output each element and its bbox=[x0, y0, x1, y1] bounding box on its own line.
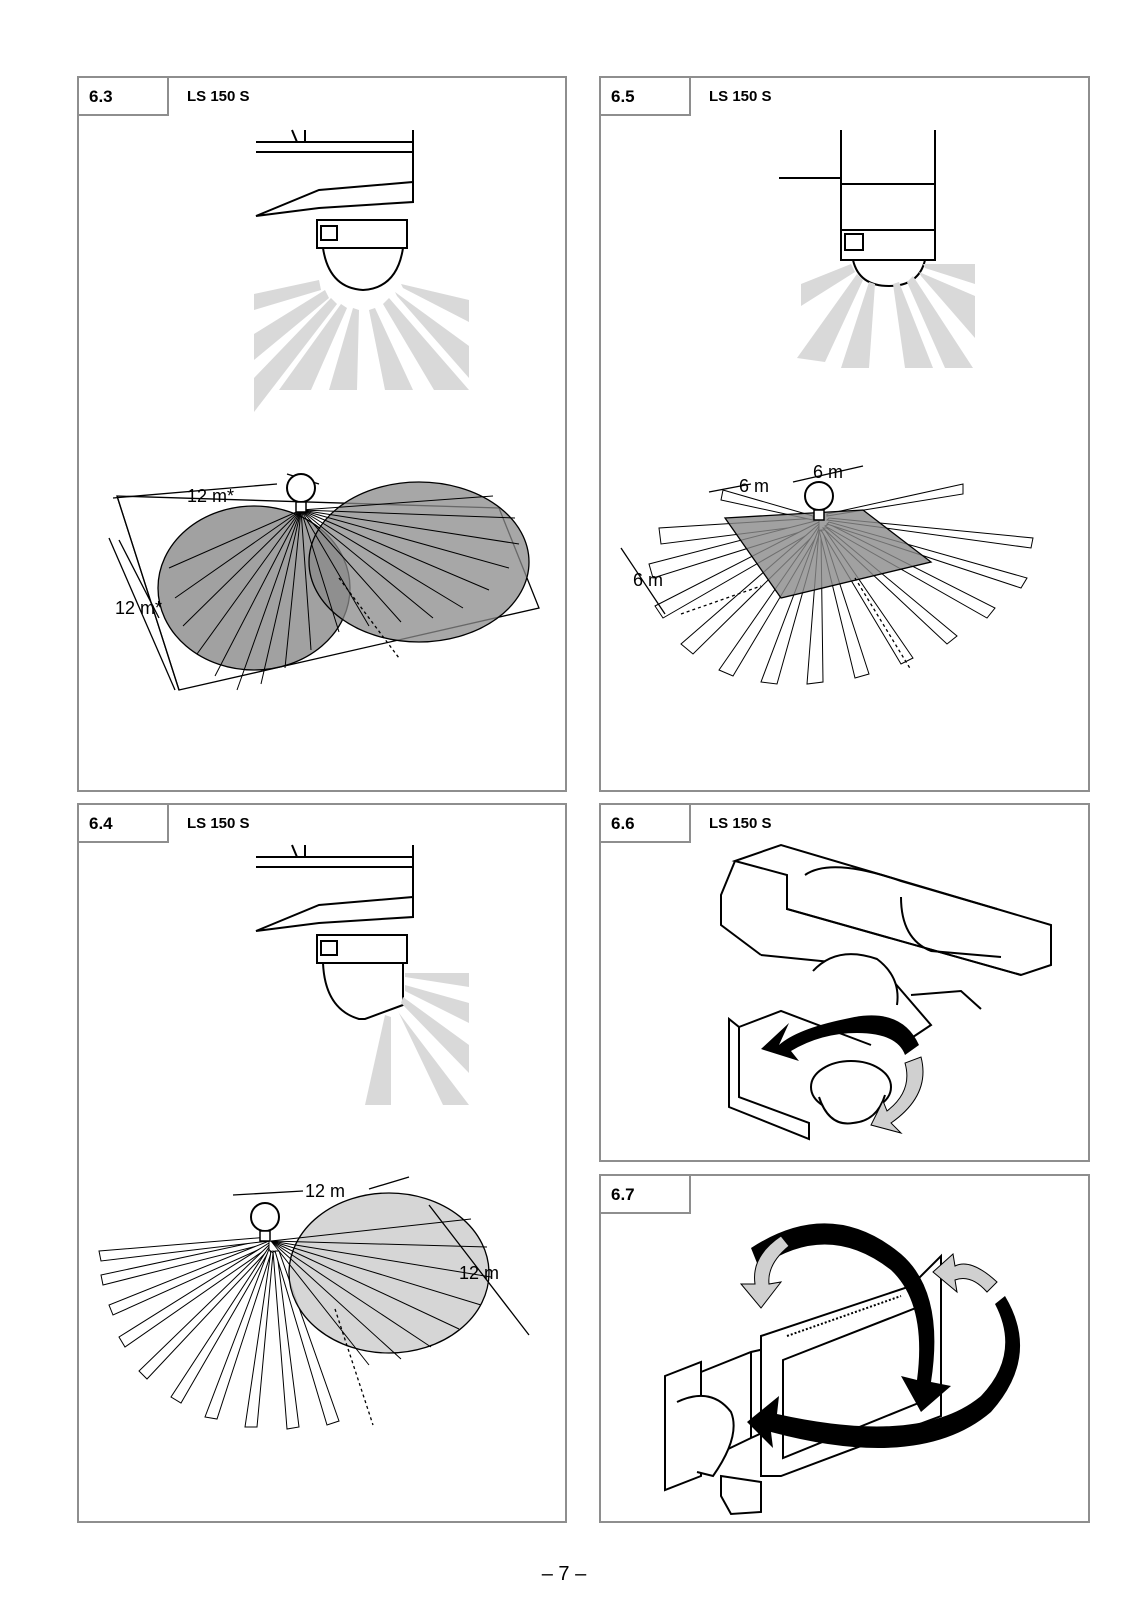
figure-panel-6-5: 6.5 LS 150 S bbox=[599, 76, 1090, 792]
sensor-marker-icon bbox=[250, 1202, 280, 1232]
figure-number: 6.3 bbox=[79, 78, 169, 116]
sensor-marker-icon bbox=[286, 473, 316, 503]
figure-number: 6.5 bbox=[601, 78, 691, 116]
detection-zone-diagram bbox=[108, 473, 540, 691]
detection-beams bbox=[365, 973, 469, 1105]
figure-number: 6.6 bbox=[601, 805, 691, 843]
rotate-vertical-arrow-icon bbox=[751, 1223, 951, 1412]
figure-number: 6.7 bbox=[601, 1176, 691, 1214]
floodlight-illustration bbox=[720, 843, 1052, 1141]
sensor-marker-icon bbox=[804, 481, 834, 511]
dimension-label: 12 m* bbox=[187, 486, 234, 506]
rotate-arrow-right-icon bbox=[932, 1253, 998, 1294]
rotate-left-arrow-icon bbox=[761, 1015, 919, 1061]
detection-beams bbox=[797, 264, 975, 368]
sensor-head-illustration bbox=[255, 129, 414, 292]
figure-panel-6-3: 6.3 LS 150 S bbox=[77, 76, 567, 792]
dimension-label: 6 m bbox=[633, 570, 663, 590]
detection-range-illustration: 12 m 12 m bbox=[98, 844, 530, 1430]
rotate-right-arrow-icon bbox=[870, 1056, 924, 1134]
figure-model-label: LS 150 S bbox=[187, 815, 250, 832]
dimension-label: 12 m bbox=[459, 1263, 499, 1283]
figure-panel-6-6: 6.6 LS 150 S bbox=[599, 803, 1090, 1162]
sensor-head-illustration bbox=[255, 844, 414, 1020]
figure-number: 6.4 bbox=[79, 805, 169, 843]
rotate-horizontal-arrow-icon bbox=[747, 1296, 1021, 1448]
detection-range-illustration: 6 m 6 m 6 m bbox=[620, 130, 1034, 685]
detection-range-illustration: 12 m* 12 m* bbox=[108, 129, 540, 691]
sensor-head-illustration bbox=[779, 130, 936, 288]
page-number: – 7 – bbox=[541, 1563, 587, 1585]
floodlight-illustration bbox=[664, 1253, 942, 1516]
dimension-label: 6 m bbox=[813, 462, 843, 482]
figure-model-label: LS 150 S bbox=[709, 815, 772, 832]
dimension-label: 12 m* bbox=[115, 598, 162, 618]
detection-beams bbox=[254, 280, 469, 412]
detection-zone-diagram bbox=[620, 465, 1034, 685]
figure-panel-6-7: 6.7 bbox=[599, 1174, 1090, 1523]
rotate-arrow-left-icon bbox=[739, 1235, 790, 1309]
figure-model-label: LS 150 S bbox=[709, 88, 772, 105]
sensor-rotation-illustration bbox=[720, 843, 1052, 1141]
detection-zone-diagram bbox=[98, 1176, 530, 1430]
figure-panel-6-4: 6.4 LS 150 S bbox=[77, 803, 567, 1523]
floodlight-adjust-illustration bbox=[664, 1223, 1021, 1516]
figure-model-label: LS 150 S bbox=[187, 88, 250, 105]
dimension-label: 6 m bbox=[739, 476, 769, 496]
dimension-label: 12 m bbox=[305, 1181, 345, 1201]
